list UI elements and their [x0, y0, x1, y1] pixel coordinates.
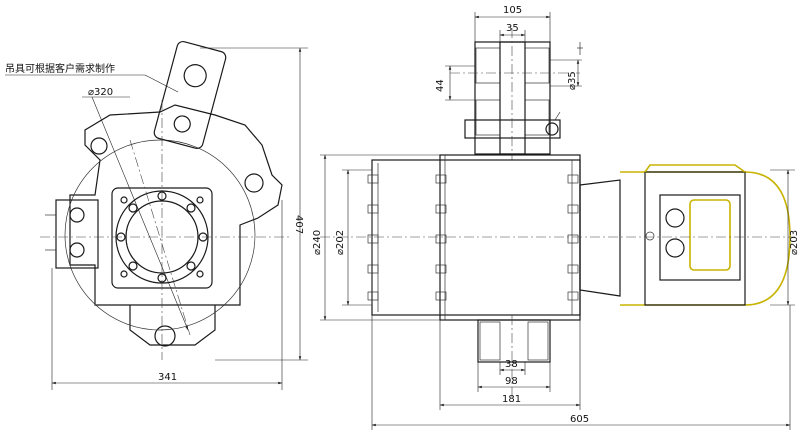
dim-98: 98: [505, 376, 518, 387]
d320-circle: [64, 139, 256, 331]
bottom-hole: [154, 325, 176, 347]
valve-block-side: [659, 194, 741, 281]
bottom-lug: [477, 319, 551, 363]
dim-605: 605: [570, 414, 589, 425]
dim-341: 341: [158, 372, 177, 383]
top-lug-outline: [474, 41, 551, 155]
left-lug-hole: [90, 137, 108, 155]
drum-bolts: [367, 174, 579, 301]
dim-407: 407: [293, 215, 304, 234]
dim-d203: ⌀203: [789, 230, 800, 255]
dim-d202: ⌀202: [335, 230, 346, 255]
note-label: 吊具可根据客户需求制作: [5, 62, 115, 75]
drum-body: [371, 159, 581, 316]
port-upper: [69, 207, 85, 223]
dim-d320: ⌀320: [88, 87, 113, 98]
dim-38: 38: [505, 359, 518, 370]
drum-center: [439, 154, 581, 321]
bottom-foot: [129, 305, 216, 346]
motor-flange: [579, 179, 621, 297]
right-lug-hole: [244, 173, 264, 193]
dim-35: 35: [506, 23, 519, 34]
dim-d35: ⌀35: [567, 71, 578, 90]
dim-105: 105: [503, 5, 522, 16]
dim-d240: ⌀240: [312, 230, 323, 255]
lifting-plate: [153, 40, 227, 150]
side-view: [320, 12, 795, 430]
bolt-circle: [116, 191, 208, 283]
housing-outline: [69, 104, 283, 306]
valve-block: [55, 199, 99, 269]
dim-44: 44: [435, 79, 446, 92]
front-view: [5, 40, 308, 390]
pin: [464, 119, 561, 139]
port-lower: [69, 242, 85, 258]
dim-181: 181: [502, 394, 521, 405]
